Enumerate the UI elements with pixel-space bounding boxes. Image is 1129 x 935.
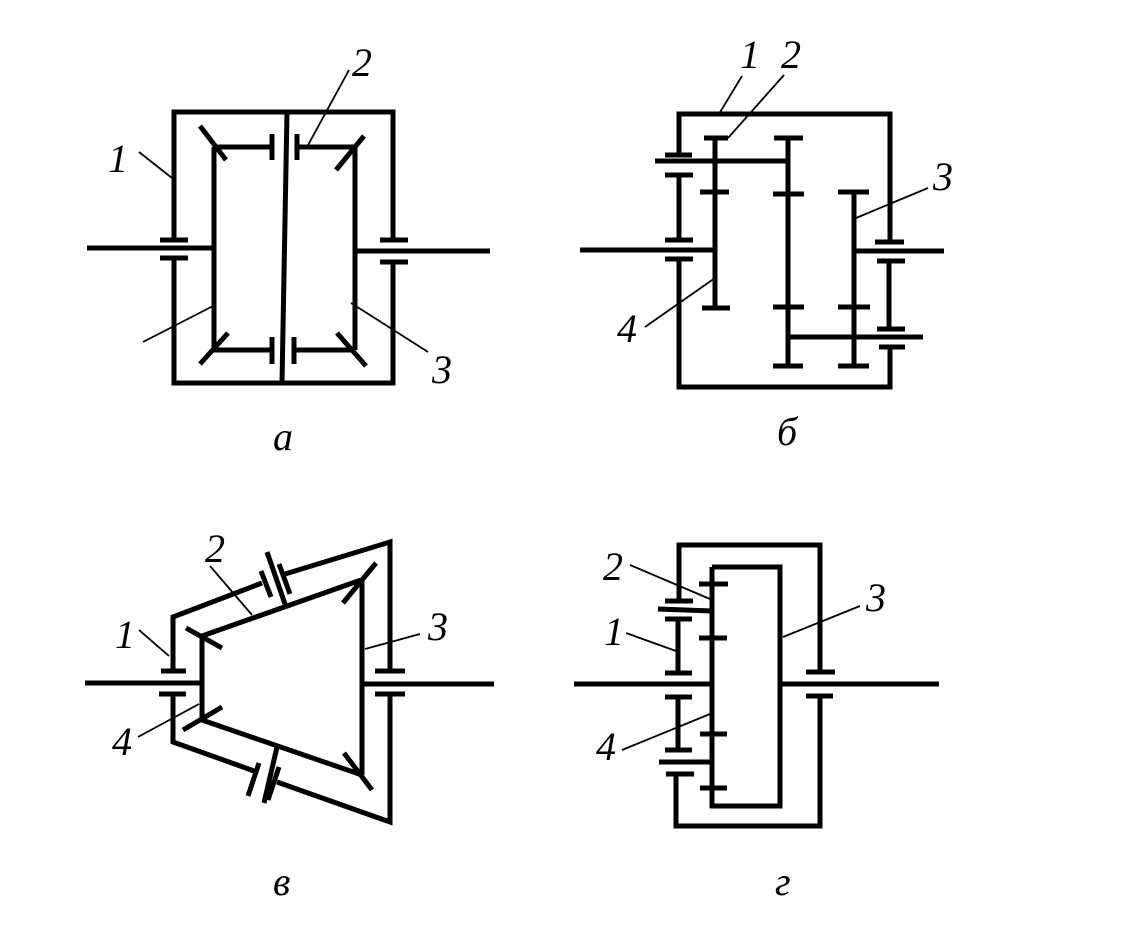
label-4: 4 [596,724,616,769]
housing [159,538,405,826]
label-4: 4 [617,306,637,351]
panel-v: 1 2 3 4 в [85,526,494,904]
leader-lines [644,74,929,328]
leader-lines [137,565,421,738]
label-1: 1 [604,609,624,654]
label-3: 3 [865,575,886,620]
output-shaft [359,580,494,775]
leader-lines [621,564,861,751]
label-3: 3 [431,347,452,392]
label-2: 2 [781,32,801,77]
caption-v: в [273,859,290,904]
output-shaft [352,147,490,350]
housing [665,111,905,390]
bevel-gears [198,124,368,368]
center-divider [279,111,290,384]
leader-lines [138,69,429,353]
caption-b: б [777,409,799,454]
label-2: 2 [603,544,623,589]
label-3: 3 [427,604,448,649]
input-shaft [85,577,363,778]
input-shaft [87,147,217,350]
housing [665,542,835,829]
housing [160,109,408,386]
label-2: 2 [205,526,225,571]
carrier-shafts [657,606,713,765]
label-1: 1 [115,612,135,657]
caption-g: г [775,859,791,904]
panel-g: 2 1 3 4 г [574,542,939,904]
label-1: 1 [108,136,128,181]
label-4: 4 [112,719,132,764]
gears [700,135,870,369]
central-gear [699,564,783,809]
couplings [245,551,293,804]
label-3: 3 [932,154,953,199]
label-1: 1 [740,32,760,77]
caption-a: а [273,414,293,459]
panel-a: 1 2 3 а [87,40,490,459]
planet-gears [665,616,692,753]
bevel-gears [181,561,378,792]
shafts [580,158,944,340]
panel-b: 1 2 3 4 б [580,32,953,454]
label-2: 2 [352,40,372,85]
